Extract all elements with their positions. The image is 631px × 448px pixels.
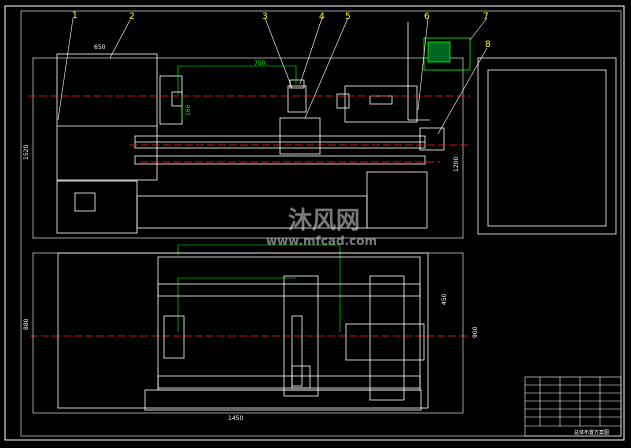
carriage: [279, 117, 321, 155]
dim-1200: 1200: [453, 157, 460, 172]
label-8: 8: [485, 40, 491, 50]
dim-650: 650: [94, 44, 106, 51]
drawing-inner-frame: [20, 10, 622, 437]
centerlines: [28, 95, 470, 337]
plan-view: [32, 252, 464, 414]
dimension-lines: [177, 65, 341, 332]
dim-1450: 1450: [228, 415, 243, 422]
dim-1520: 1520: [23, 145, 30, 160]
front-view: [32, 22, 617, 239]
label-5: 5: [345, 12, 351, 22]
watermark: 沐风网 www.mfcad.com: [266, 206, 377, 248]
plan-chuck: [163, 315, 185, 359]
label-7: 7: [483, 12, 489, 22]
dim-900: 900: [472, 326, 479, 338]
label-6: 6: [424, 12, 430, 22]
headstock: [56, 53, 158, 181]
bed-base: [56, 180, 138, 234]
watermark-brand: 沐风网: [288, 206, 360, 234]
label-4: 4: [319, 12, 325, 22]
dim-160: 160: [185, 104, 192, 116]
tailstock: [344, 85, 418, 123]
dim-750: 750: [254, 60, 266, 67]
leader-lines: [57, 17, 488, 135]
drawing-frame: [4, 5, 625, 441]
tool-holder: [369, 95, 393, 105]
plan-carriage: [283, 275, 319, 397]
side-view: [477, 57, 617, 235]
dim-880: 880: [23, 318, 30, 330]
title-block-title: 总体布置方案图: [574, 429, 609, 436]
label-2: 2: [129, 12, 135, 22]
label-1: 1: [72, 11, 78, 21]
title-block: [524, 376, 622, 437]
watermark-url: www.mfcad.com: [266, 234, 377, 248]
plan-rails: [157, 283, 421, 297]
dim-450: 450: [441, 293, 448, 305]
part-labels: 1 2 3 4 5 6 7 8: [72, 11, 491, 50]
dimension-texts: 650 750 160 1520 1200 880 450 900 1450: [23, 44, 479, 422]
plan-tailstock: [345, 323, 425, 361]
label-3: 3: [262, 12, 268, 22]
chuck: [159, 75, 183, 125]
